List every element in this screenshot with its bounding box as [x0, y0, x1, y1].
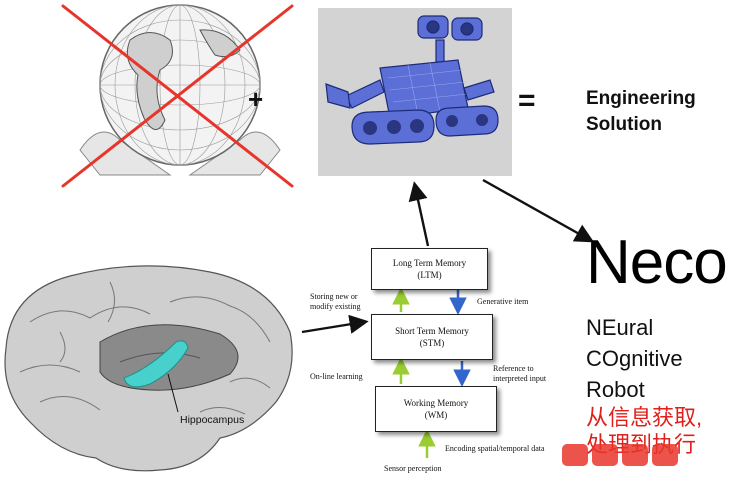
chinese-line-1: 从信息获取,: [586, 405, 703, 430]
neco-title: Neco: [586, 228, 728, 297]
note-generative: Generative item: [477, 297, 529, 306]
stm-title: Short Term Memory: [395, 326, 469, 336]
note-reference: Reference to interpreted input: [493, 364, 547, 383]
ltm-abbr: (LTM): [417, 270, 442, 280]
neco-line-3: Robot: [586, 377, 645, 402]
wm-abbr: (WM): [424, 410, 448, 420]
wm-title: Working Memory: [403, 398, 469, 408]
note-encoding: Encoding spatial/temporal data: [445, 444, 545, 453]
stm-box: Short Term Memory (STM): [371, 314, 493, 360]
note-online-learning: On-line learning: [310, 372, 363, 381]
stm-abbr: (STM): [419, 338, 445, 348]
note-sensor: Sensor perception: [384, 464, 442, 473]
result-line-1: Engineering: [586, 88, 696, 109]
brain-icon: [4, 265, 293, 472]
arrow-robot-to-neco: [482, 178, 595, 243]
result-line-2: Solution: [586, 114, 662, 135]
arrow-brain-to-stm: [301, 314, 369, 334]
brain-image: Hippocampus: [4, 265, 293, 472]
neco-expansion: NEural COgnitive Robot: [586, 312, 683, 405]
watermark-logo: [562, 444, 678, 466]
wm-box: Working Memory (WM): [375, 386, 497, 432]
robot-icon: [325, 15, 499, 145]
hippocampus-label: Hippocampus: [180, 414, 244, 426]
ltm-box: Long Term Memory (LTM): [371, 248, 488, 290]
equals-sign: =: [518, 84, 536, 117]
arrow-ltm-to-robot: [408, 181, 430, 247]
globe-image: [61, 4, 294, 188]
engineering-solution: Engineering Solution: [586, 86, 696, 138]
neco-line-1: NEural: [586, 315, 654, 340]
plus-sign: +: [248, 84, 264, 114]
robot-image: [318, 8, 512, 176]
neco-line-2: COgnitive: [586, 346, 683, 371]
note-storing: Storing new or modify existing: [310, 292, 361, 311]
ltm-title: Long Term Memory: [392, 258, 467, 268]
red-cross: [61, 4, 294, 188]
